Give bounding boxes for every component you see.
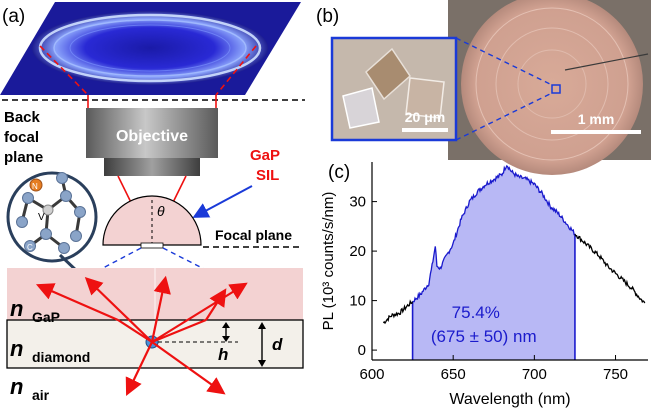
n-air-subscript: air [32, 387, 50, 403]
back-focal-label-2: focal [4, 129, 39, 146]
bright-ring [38, 13, 262, 83]
h-arrow-head-top [222, 322, 230, 328]
x-tick-label: 750 [603, 366, 628, 383]
crystal-3 [405, 77, 445, 119]
gap-label: GaP [250, 147, 280, 164]
back-focal-label-1: Back [4, 109, 41, 126]
n-gap-subscript: GaP [32, 309, 60, 325]
back-focal-label-3: plane [4, 149, 43, 166]
zoom-box [551, 84, 561, 94]
d-arrow-head-top [258, 322, 266, 329]
wafer-ring-3 [517, 49, 587, 119]
x-tick-label: 700 [522, 366, 547, 383]
percent-annotation: 75.4% [452, 303, 500, 322]
series-line-right [574, 233, 646, 304]
panel-b: (b) 1 mm 20 μm [316, 0, 651, 175]
sample-chip [140, 242, 164, 249]
ray-dash-right [215, 45, 257, 96]
scale-bar-main [551, 130, 641, 134]
d-arrow-head-bottom [258, 360, 266, 367]
sil-pointer-arrow [192, 185, 253, 218]
panel-a: (a) Back focal plane Objective GaP SIL θ [0, 2, 305, 403]
n-air-label: n [10, 374, 23, 399]
y-axis-label: PL (10³ counts/s/nm) [320, 192, 337, 331]
panel-c-label: (c) [328, 162, 350, 183]
inner-ring-2 [69, 24, 231, 72]
scale-label-main: 1 mm [578, 111, 615, 127]
objective-tip [104, 158, 200, 176]
n-diamond-label: n [10, 336, 23, 361]
n-gap-label: n [10, 296, 23, 321]
wafer-ring-2 [495, 27, 609, 141]
carbon-label: C [27, 243, 33, 252]
nitrogen-atom [29, 178, 43, 192]
wafer-probe [564, 53, 649, 71]
panel-a-label: (a) [2, 6, 25, 27]
y-tick-label: 10 [349, 293, 366, 310]
sil-label: SIL [256, 167, 279, 184]
scale-bar-inset [402, 128, 448, 132]
y-tick-label: 0 [358, 342, 366, 359]
shaded-area [412, 165, 575, 360]
theta-label: θ [157, 203, 165, 219]
nv-atoms [16, 172, 86, 254]
ray-dash-left [39, 45, 89, 96]
nitrogen-label: N [32, 182, 38, 191]
series-line-inside [412, 164, 576, 303]
vacancy-label: V [38, 212, 45, 223]
emission-rays [35, 275, 248, 396]
n-diamond-subscript: diamond [32, 349, 90, 365]
objective-label: Objective [116, 128, 188, 145]
series-line-left [382, 299, 414, 325]
y-tick-label: 30 [349, 194, 366, 211]
x-axis-label: Wavelength (nm) [449, 391, 570, 408]
carbon-atom [24, 240, 36, 252]
emission-ring-image [32, 11, 268, 85]
x-tick-label: 650 [441, 366, 466, 383]
crystal-1 [365, 47, 411, 101]
h-arrow-head-bottom [222, 336, 230, 342]
crystal-2 [342, 87, 380, 129]
focal-plane-label: Focal plane [215, 227, 292, 243]
scale-label-inset: 20 μm [405, 109, 445, 125]
y-tick-label: 20 [349, 243, 366, 260]
d-label: d [272, 335, 283, 354]
panel-b-label: (b) [316, 6, 339, 27]
range-annotation: (675 ± 50) nm [431, 327, 537, 346]
vacancy-site [42, 204, 54, 216]
h-label: h [218, 345, 228, 364]
inner-ring [53, 19, 247, 77]
objective-body [86, 108, 218, 158]
wafer-ring-1 [475, 7, 629, 161]
x-tick-label: 600 [359, 366, 384, 383]
